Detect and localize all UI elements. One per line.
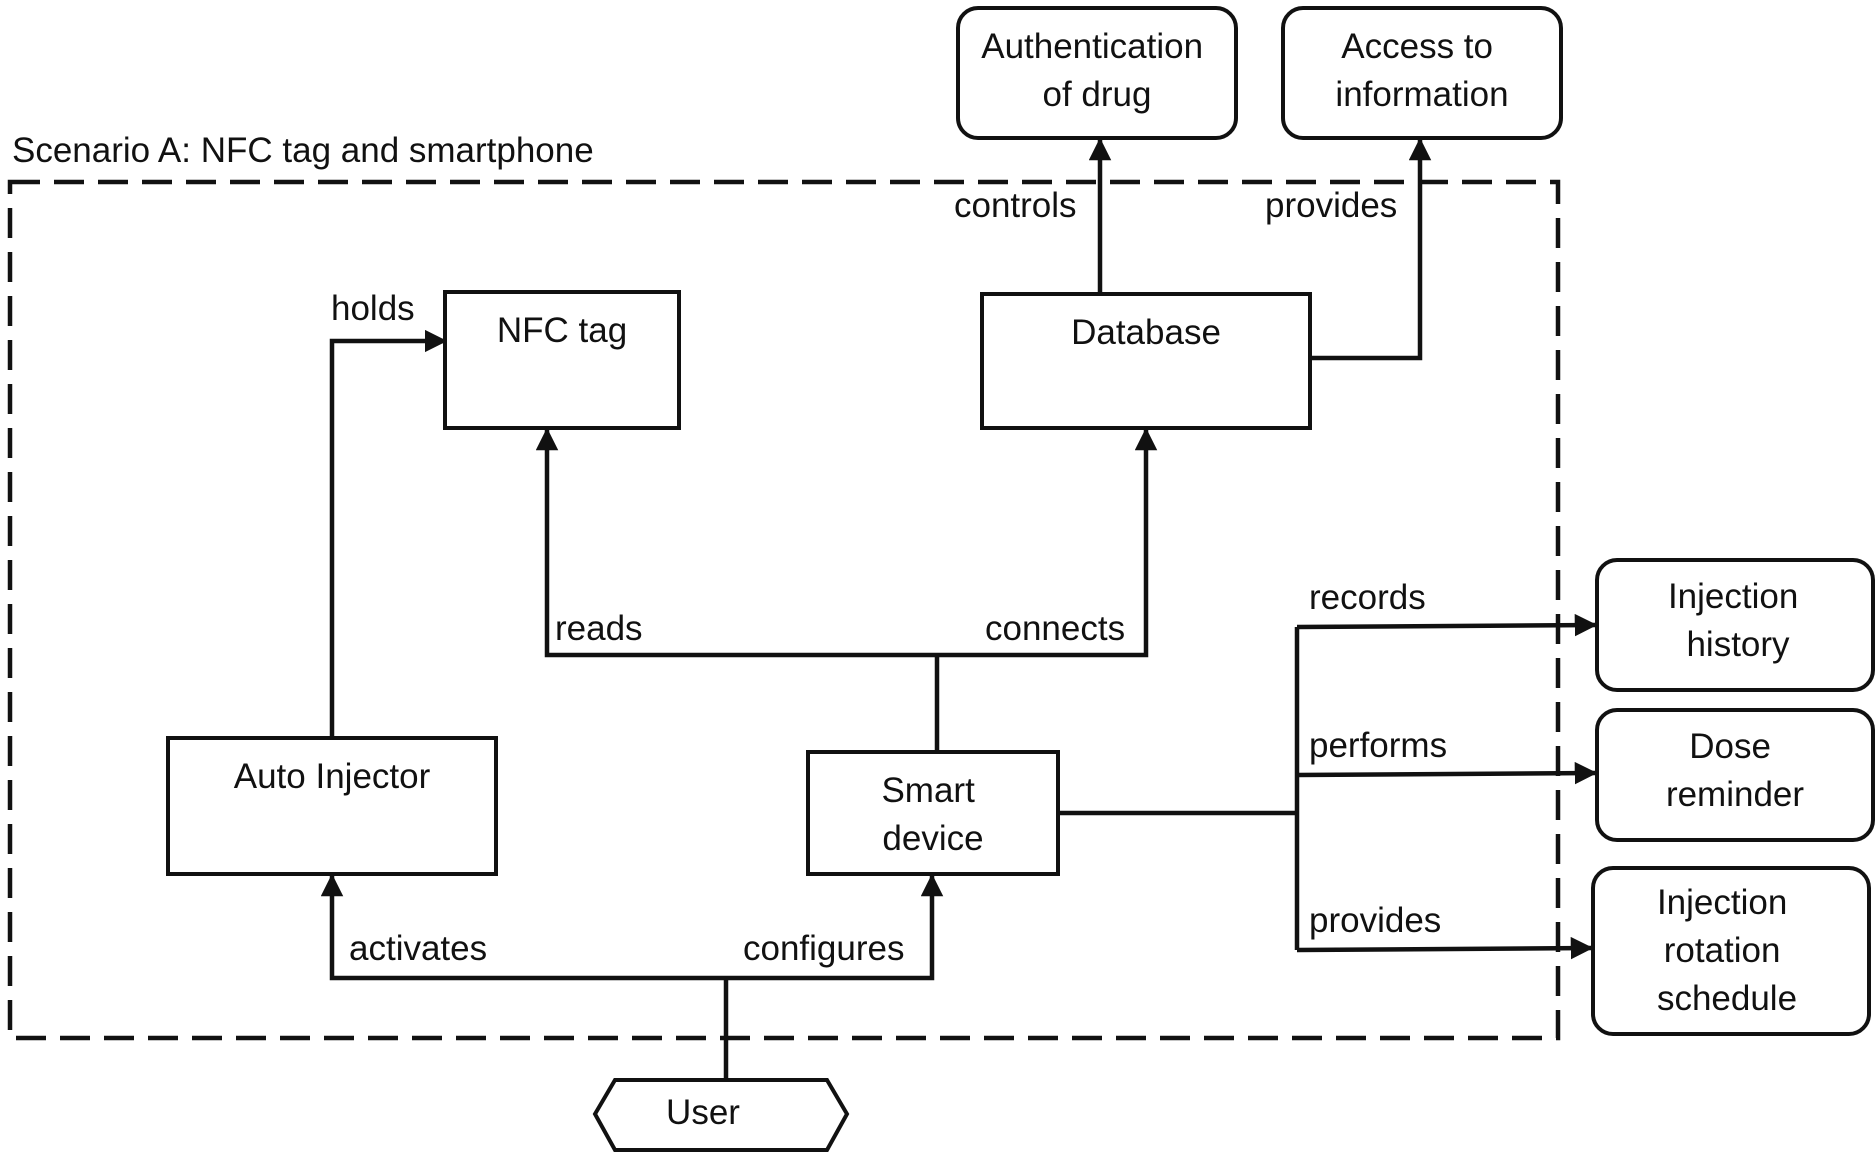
svg-text:Database: Database [1071, 313, 1221, 352]
node-injection-history-line-2: history [1686, 625, 1790, 664]
svg-text:Injection rotation: Injection rotation schedule [1657, 883, 1797, 1018]
node-authentication-line-2: of drug [1043, 75, 1152, 114]
node-injection-history: Injection history [1597, 560, 1873, 690]
edge-performs [1297, 773, 1595, 775]
scenario-label: Scenario A: NFC tag and smartphone [12, 131, 594, 170]
node-auto-injector: Auto Injector [168, 738, 496, 874]
node-smart-device-line-2: device [882, 819, 983, 858]
node-smart-device: Smart device [808, 752, 1058, 874]
node-rotation-schedule: Injection rotation schedule [1593, 868, 1869, 1034]
node-access-information: Access to information [1283, 8, 1561, 138]
node-dose-reminder-line-1: Dose [1689, 727, 1771, 766]
edge-label-configures: configures [743, 929, 904, 968]
node-rotation-schedule-line-2: rotation [1664, 931, 1781, 970]
node-user: User [595, 1080, 847, 1150]
node-rotation-schedule-line-3: schedule [1657, 979, 1797, 1018]
node-database: Database [982, 294, 1310, 428]
edge-label-performs: performs [1309, 726, 1447, 765]
edge-provides-info [1310, 140, 1420, 358]
svg-text:NFC tag: NFC tag [497, 311, 627, 350]
node-injection-history-line-1: Injection [1668, 577, 1798, 616]
svg-text:Auto Injector: Auto Injector [234, 757, 431, 796]
node-smart-device-line-1: Smart [881, 771, 975, 810]
node-database-line-1: Database [1071, 313, 1221, 352]
node-dose-reminder-line-2: reminder [1666, 775, 1804, 814]
node-user-line-1: User [666, 1093, 740, 1132]
edge-label-controls: controls [954, 186, 1077, 225]
node-dose-reminder: Dose reminder [1597, 710, 1873, 840]
edge-label-provides-info: provides [1265, 186, 1397, 225]
edge-outputs-trunk [1058, 627, 1297, 950]
node-access-information-line-1: Access to [1341, 27, 1493, 66]
edge-holds [332, 341, 445, 738]
edge-provides-schedule [1297, 948, 1591, 950]
node-nfc-tag: NFC tag [445, 292, 679, 428]
svg-text:User: User [666, 1093, 740, 1132]
node-auto-injector-line-1: Auto Injector [234, 757, 431, 796]
node-nfc-tag-line-1: NFC tag [497, 311, 627, 350]
node-authentication-line-1: Authentication [981, 27, 1203, 66]
node-authentication: Authentication of drug [958, 8, 1236, 138]
edge-label-reads: reads [555, 609, 643, 648]
node-access-information-line-2: information [1335, 75, 1508, 114]
edge-label-holds: holds [331, 289, 415, 328]
node-rotation-schedule-line-1: Injection [1657, 883, 1787, 922]
edge-records [1297, 625, 1595, 627]
edge-label-connects: connects [985, 609, 1125, 648]
edge-label-records: records [1309, 578, 1426, 617]
edge-label-activates: activates [349, 929, 487, 968]
edge-label-provides-schedule: provides [1309, 901, 1441, 940]
